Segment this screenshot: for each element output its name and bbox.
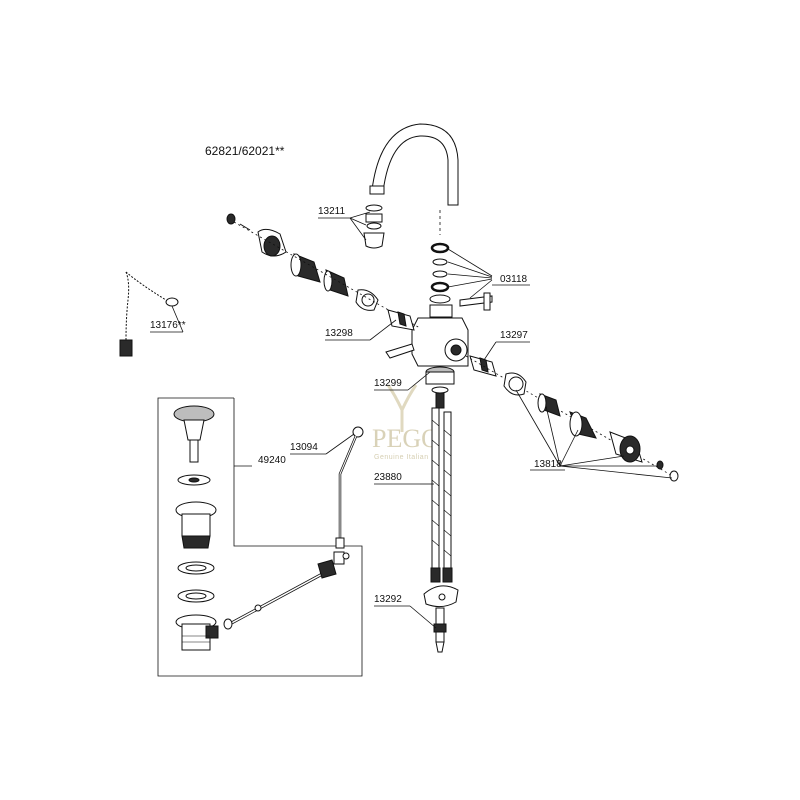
- watermark-name: PEGO: [372, 424, 440, 453]
- flexible-hoses: 23880: [374, 407, 453, 583]
- chain-plug: 13176**: [119, 271, 186, 357]
- pivot-rod: [223, 551, 350, 630]
- faucet-body: [385, 304, 469, 409]
- cartridge-right: 13297: [469, 330, 530, 377]
- aerator: 13211: [318, 204, 385, 249]
- right-handle-group: 13818: [465, 355, 679, 482]
- label-23880: 23880: [374, 472, 402, 483]
- label-13298: 13298: [325, 328, 353, 339]
- o-ring-stack: 03118: [429, 242, 530, 304]
- cartridge-left: 13298: [325, 309, 415, 341]
- lift-rod: 13094: [290, 426, 364, 549]
- label-13176: 13176**: [150, 320, 186, 331]
- label-13818: 13818: [534, 459, 562, 470]
- spout: [369, 123, 459, 235]
- spindle: 13299: [374, 371, 431, 391]
- left-handle-group: [226, 213, 421, 329]
- fixing-set: 13292: [374, 585, 459, 653]
- waste-set-box: 49240: [157, 397, 363, 677]
- label-13299: 13299: [374, 378, 402, 389]
- label-49240: 49240: [258, 455, 286, 466]
- label-13292: 13292: [374, 594, 402, 605]
- label-03118: 03118: [500, 274, 528, 285]
- model-title: 62821/62021**: [205, 144, 285, 158]
- label-13211: 13211: [318, 206, 346, 217]
- pop-up-waste-parts: [173, 405, 219, 651]
- watermark-tagline: Genuine Italian: [374, 454, 429, 461]
- mounting-bracket: [459, 292, 493, 311]
- watermark: PEGO Genuine Italian: [372, 384, 440, 461]
- label-13297: 13297: [500, 330, 528, 341]
- label-13094: 13094: [290, 442, 318, 453]
